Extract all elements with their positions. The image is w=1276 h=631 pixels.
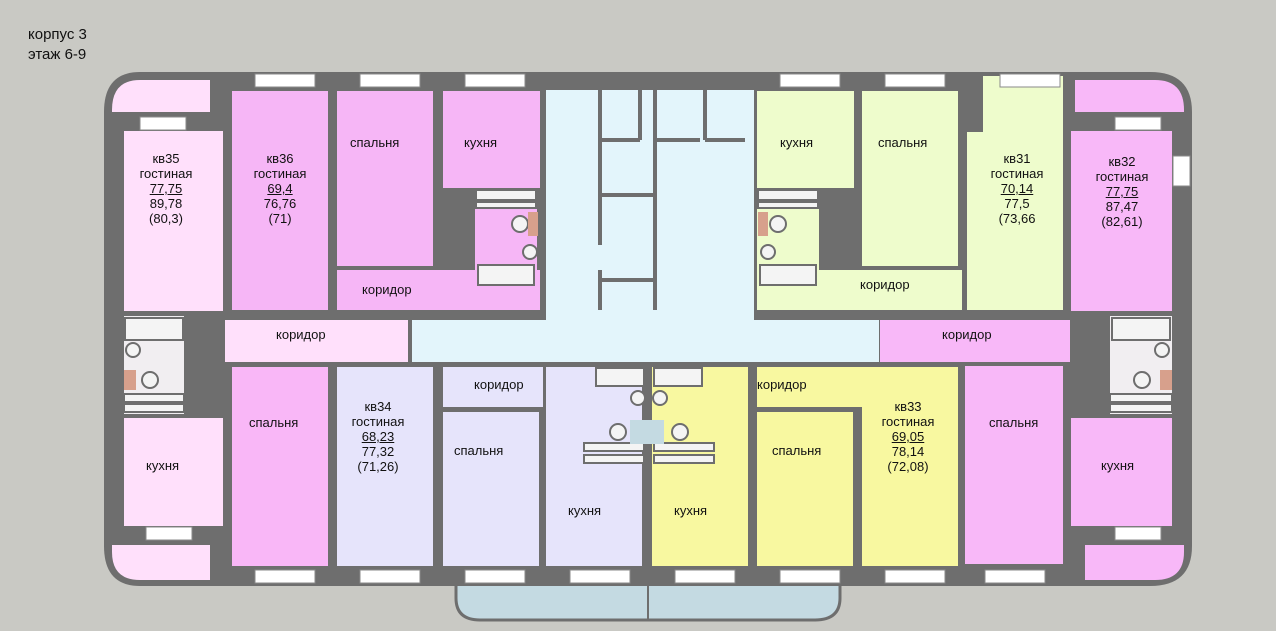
apt-number: кв34 — [364, 399, 392, 414]
corridor-left — [225, 320, 408, 362]
room-label-bedroom: спальня — [878, 135, 928, 150]
apt-living-area: 69,4 — [267, 181, 293, 196]
stair-core — [412, 90, 879, 362]
room-label-bedroom: спальня — [772, 443, 822, 458]
apartment-label-kv36: кв36 гостиная 69,4 76,76 (71) — [235, 151, 325, 226]
apt-total-area: 78,14 — [891, 444, 925, 459]
apt-alt-area: (82,61) — [1101, 214, 1143, 229]
apt-alt-area: (71,26) — [357, 459, 399, 474]
room-label-corridor: коридор — [860, 277, 910, 292]
apt-room: гостиная — [881, 414, 935, 429]
kv35-bedroom — [232, 367, 328, 566]
room-label-kitchen: кухня — [780, 135, 814, 150]
apt-total-area: 87,47 — [1105, 199, 1139, 214]
apartment-kv36-area — [232, 91, 540, 310]
apt-number: кв35 — [152, 151, 180, 166]
room-label-corridor: коридор — [942, 327, 992, 342]
apt-alt-area: (72,08) — [887, 459, 929, 474]
apartment-kv32-area — [880, 80, 1184, 580]
room-label-bedroom: спальня — [249, 415, 299, 430]
apt-number: кв32 — [1108, 154, 1136, 169]
apartment-label-kv31: кв31 гостиная 70,14 77,5 (73,66 — [972, 151, 1062, 226]
apt-total-area: 77,5 — [1004, 196, 1030, 211]
room-label-kitchen: кухня — [1101, 458, 1135, 473]
windows — [139, 73, 1191, 584]
room-label-bedroom: спальня — [350, 135, 400, 150]
apt-number: кв31 — [1003, 151, 1031, 166]
apartment-kv31-area — [757, 76, 1063, 310]
apt-living-area: 68,23 — [361, 429, 395, 444]
building-label: корпус 3 — [28, 26, 87, 43]
apartment-kv33-area — [652, 367, 958, 566]
apt-alt-area: (71) — [268, 211, 292, 226]
room-label-bedroom: спальня — [989, 415, 1039, 430]
room-label-bedroom: спальня — [454, 443, 504, 458]
apt-room: гостиная — [139, 166, 193, 181]
apartment-label-kv34: кв34 гостиная 68,23 77,32 (71,26) — [333, 399, 423, 474]
room-label-kitchen: кухня — [146, 458, 180, 473]
apt-number: кв33 — [894, 399, 922, 414]
apt-total-area: 89,78 — [149, 196, 183, 211]
apartment-label-kv35: кв35 гостиная 77,75 89,78 (80,3) — [121, 151, 211, 226]
wet-tiles — [124, 212, 1172, 390]
apt-alt-area: (80,3) — [149, 211, 183, 226]
room-label-corridor: коридор — [362, 282, 412, 297]
apartment-label-kv32: кв32 гостиная 77,75 87,47 (82,61) — [1077, 154, 1167, 229]
apt-living-area: 77,75 — [1105, 184, 1139, 199]
apt-living-area: 77,75 — [149, 181, 183, 196]
apt-living-area: 70,14 — [1000, 181, 1034, 196]
apt-total-area: 76,76 — [263, 196, 297, 211]
apartment-kv34-area — [337, 367, 642, 566]
apartment-label-kv33: кв33 гостиная 69,05 78,14 (72,08) — [863, 399, 953, 474]
room-label-corridor: коридор — [276, 327, 326, 342]
apt-room: гостиная — [351, 414, 405, 429]
floor-label: этаж 6-9 — [28, 46, 87, 63]
room-label-kitchen: кухня — [464, 135, 498, 150]
bath-fixtures — [123, 189, 1173, 464]
plan-header: корпус 3 этаж 6-9 — [28, 25, 87, 65]
apt-living-area: 69,05 — [891, 429, 925, 444]
stair-lines — [598, 90, 745, 310]
apt-room: гостиная — [1095, 169, 1149, 184]
room-label-corridor: коридор — [474, 377, 524, 392]
room-label-kitchen: кухня — [674, 503, 708, 518]
room-label-corridor: коридор — [757, 377, 807, 392]
apt-total-area: 77,32 — [361, 444, 395, 459]
apt-room: гостиная — [990, 166, 1044, 181]
apartment-kv35-area — [112, 80, 223, 580]
apt-room: гостиная — [253, 166, 307, 181]
shaft — [630, 420, 664, 444]
apt-number: кв36 — [266, 151, 294, 166]
apt-alt-area: (73,66 — [998, 211, 1036, 226]
room-label-kitchen: кухня — [568, 503, 602, 518]
